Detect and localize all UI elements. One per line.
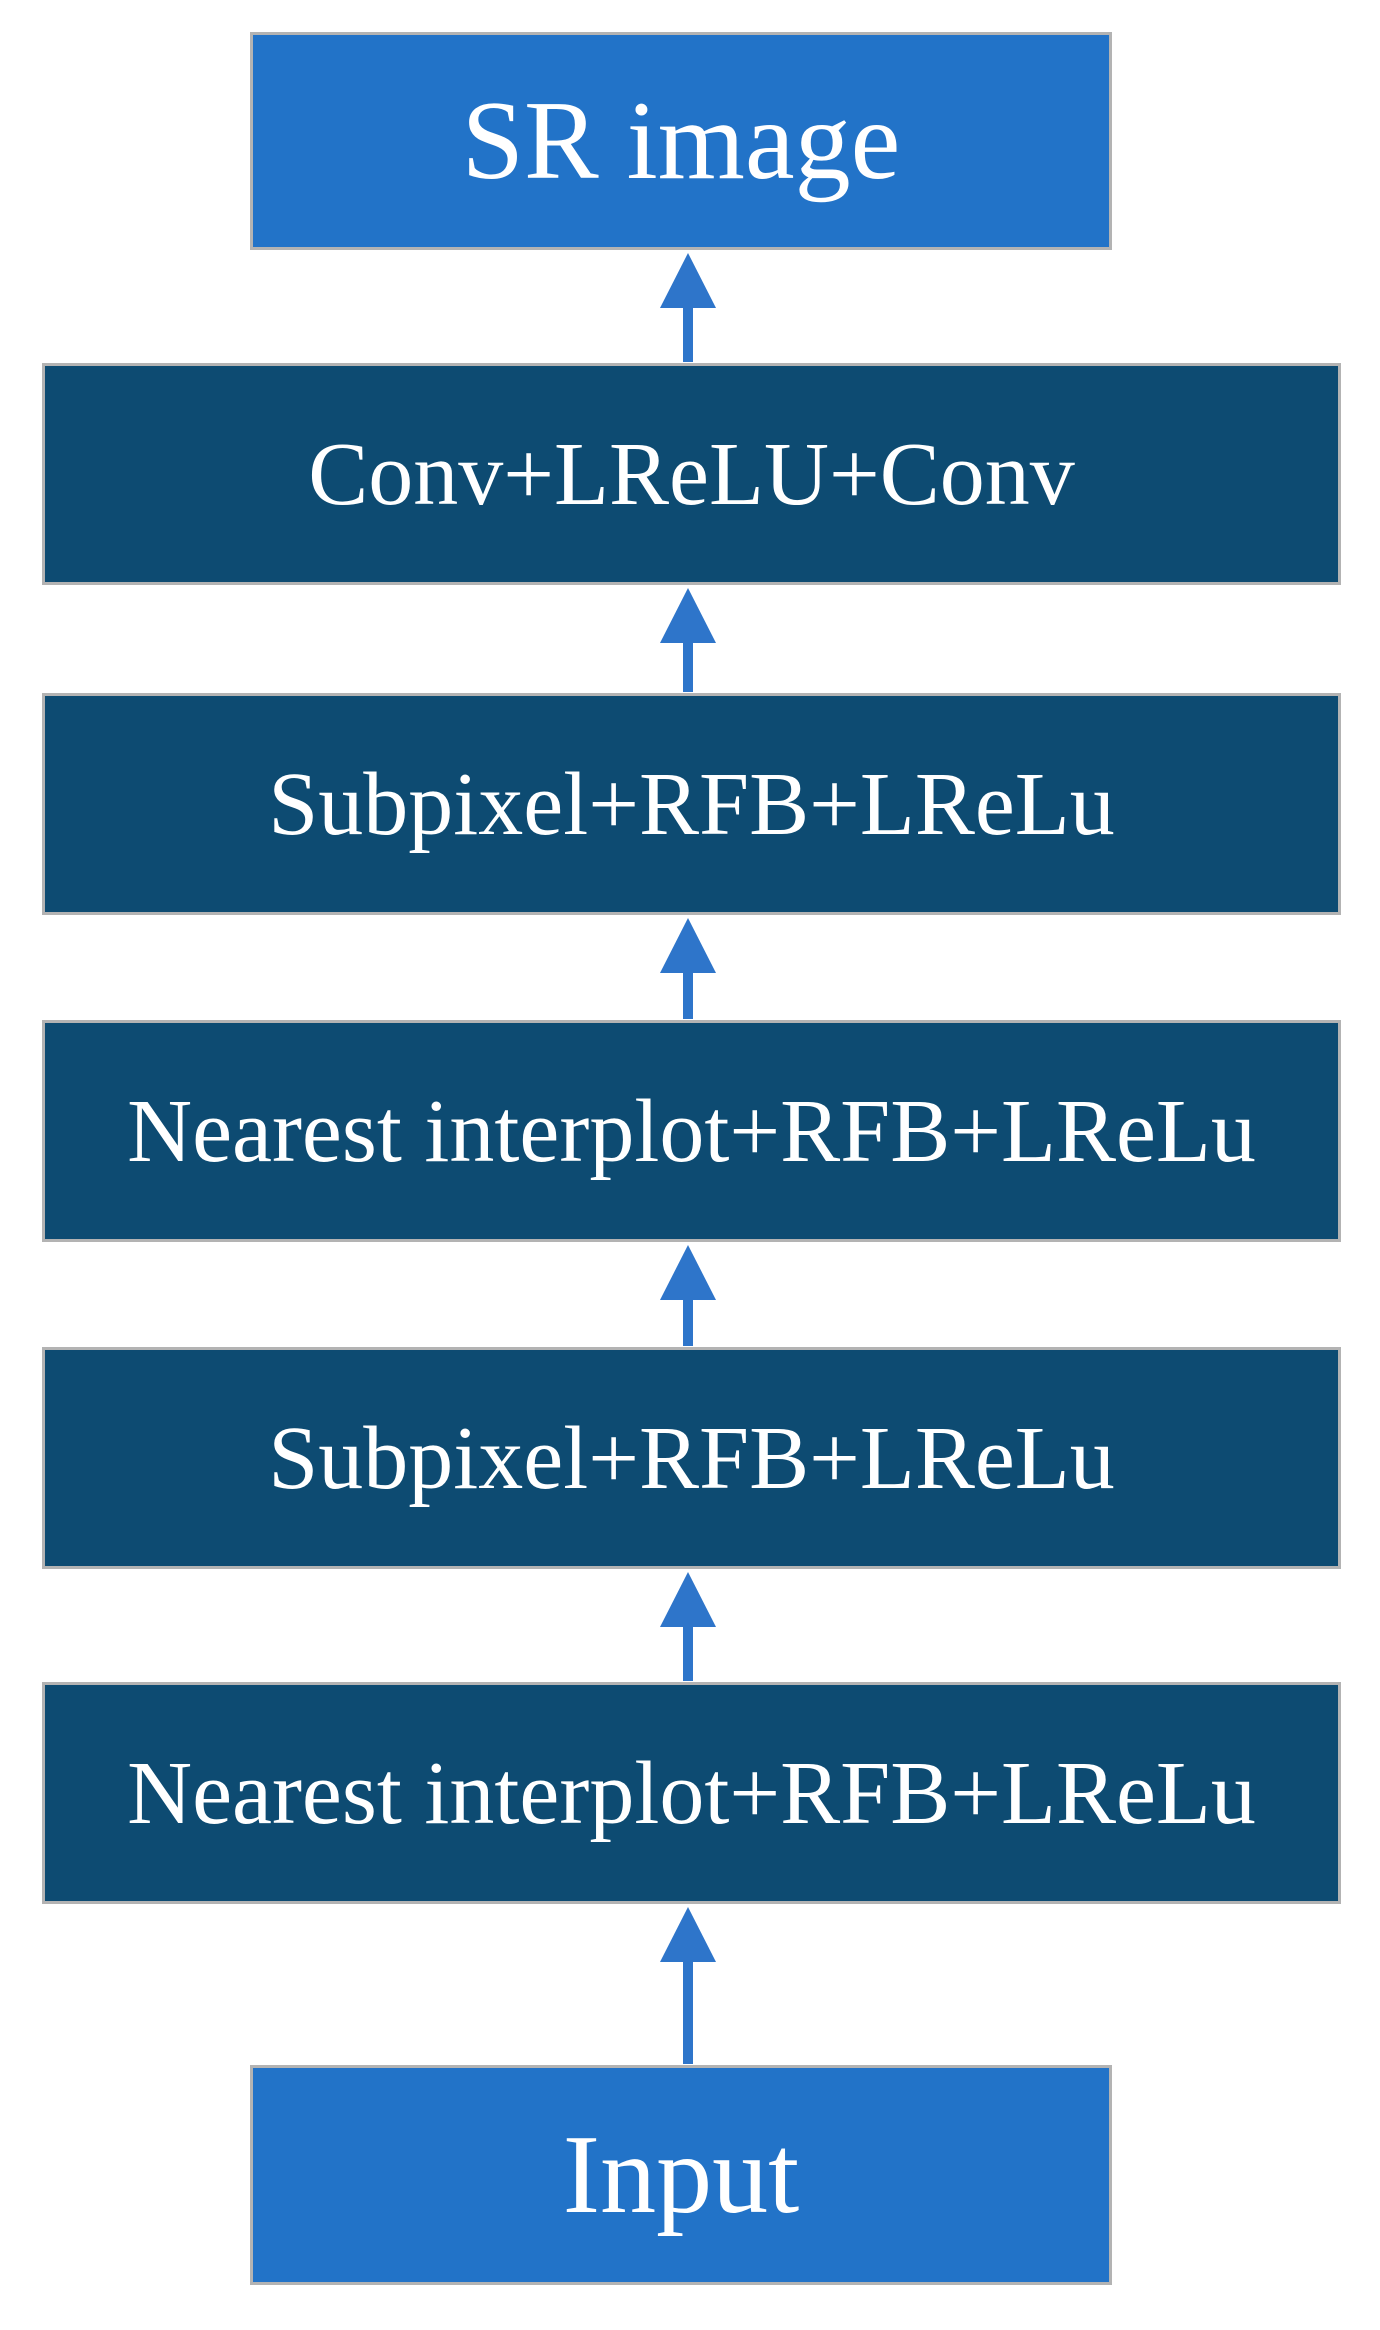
arrow-head	[660, 253, 716, 308]
arrow-head	[660, 1572, 716, 1627]
arrow-shaft	[683, 643, 693, 692]
node-sr-image-label: SR image	[461, 78, 901, 203]
node-subpixel-2: Subpixel+RFB+LReLu	[42, 1347, 1341, 1569]
node-subpixel-1-label: Subpixel+RFB+LReLu	[268, 754, 1115, 854]
arrow-shaft	[683, 1300, 693, 1346]
node-input-label: Input	[562, 2112, 800, 2237]
node-subpixel-2-label: Subpixel+RFB+LReLu	[268, 1408, 1115, 1508]
node-nearest-2: Nearest interplot+RFB+LReLu	[42, 1682, 1341, 1904]
up-arrow-icon	[660, 1572, 716, 1681]
node-nearest-1-label: Nearest interplot+RFB+LReLu	[127, 1081, 1256, 1181]
arrow-head	[660, 1245, 716, 1300]
node-conv-lrelu-conv-label: Conv+LReLU+Conv	[308, 424, 1075, 524]
node-nearest-2-label: Nearest interplot+RFB+LReLu	[127, 1743, 1256, 1843]
up-arrow-icon	[660, 588, 716, 692]
up-arrow-icon	[660, 253, 716, 362]
arrow-shaft	[683, 1962, 693, 2064]
arrow-head	[660, 918, 716, 973]
up-arrow-icon	[660, 1907, 716, 2064]
node-input: Input	[250, 2065, 1112, 2285]
node-conv-lrelu-conv: Conv+LReLU+Conv	[42, 363, 1341, 585]
arrow-head	[660, 1907, 716, 1962]
up-arrow-icon	[660, 918, 716, 1019]
node-sr-image: SR image	[250, 32, 1112, 250]
arrow-head	[660, 588, 716, 643]
up-arrow-icon	[660, 1245, 716, 1346]
arrow-shaft	[683, 973, 693, 1019]
arrow-shaft	[683, 1627, 693, 1681]
node-nearest-1: Nearest interplot+RFB+LReLu	[42, 1020, 1341, 1242]
node-subpixel-1: Subpixel+RFB+LReLu	[42, 693, 1341, 915]
arrow-shaft	[683, 308, 693, 362]
